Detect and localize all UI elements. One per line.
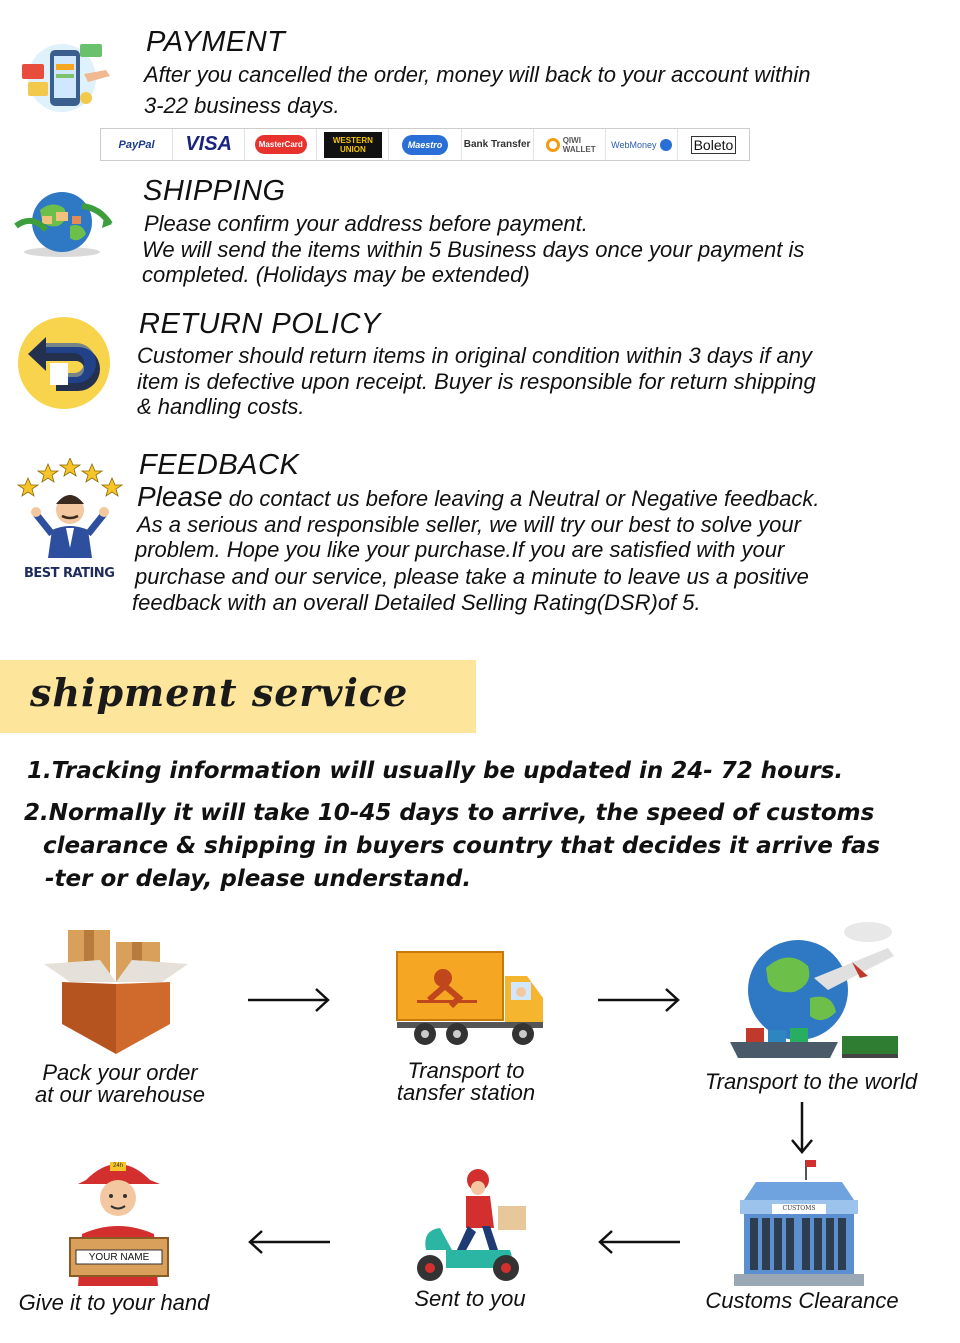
customs-building-icon: CUSTOMS <box>726 1160 872 1288</box>
payment-text-line: 3-22 business days. <box>144 92 340 118</box>
shipment-line: 2.Normally it will take 10-45 days to ar… <box>24 800 875 826</box>
payment-method-label: Bank Transfer <box>463 139 531 150</box>
payment-icon <box>14 36 114 116</box>
payment-method-label: QIWI WALLET <box>562 135 596 154</box>
shipping-text-line: completed. (Holidays may be extended) <box>142 262 530 287</box>
payment-method-label: WESTERN UNION <box>323 131 382 158</box>
shipping-text-line: We will send the items within 5 Business… <box>142 236 805 262</box>
customs-sign: CUSTOMS <box>782 1205 816 1212</box>
courier-icon: 24h YOUR NAME <box>64 1154 174 1288</box>
box-name-label: YOUR NAME <box>88 1252 150 1263</box>
feedback-text: Please do contact us before leaving a Ne… <box>132 481 820 616</box>
return-policy-text: Customer should return items in original… <box>137 343 816 420</box>
feedback-text-line: As a serious and responsible seller, we … <box>137 511 801 537</box>
feedback-first-word: Please <box>137 481 223 512</box>
payment-method-label: Maestro <box>401 134 449 155</box>
return-policy-title: RETURN POLICY <box>139 308 381 340</box>
arrow-left-icon <box>248 1230 330 1254</box>
qiwi-wallet-logo: QIWI WALLET <box>534 129 606 160</box>
step-label-line: at our warehouse <box>35 1082 205 1107</box>
return-policy-text-line: Customer should return items in original… <box>137 343 812 368</box>
step-label-line: tansfer station <box>396 1080 536 1105</box>
visa-logo: VISA <box>173 129 246 160</box>
shipment-line: 1.Tracking information will usually be u… <box>27 758 844 784</box>
paypal-logo: PayPal <box>101 129 174 160</box>
payment-title: PAYMENT <box>146 26 286 58</box>
step-give-label: Give it to your hand <box>18 1290 210 1315</box>
payment-method-label: WebMoney <box>611 139 657 150</box>
step-transport-world-label: Transport to the world <box>704 1069 918 1094</box>
arrow-right-icon <box>248 988 330 1012</box>
shipping-text-line: Please confirm your address before payme… <box>144 211 588 236</box>
package-box-icon <box>40 924 192 1056</box>
payment-method-label: VISA <box>185 133 232 155</box>
best-rating-icon: BEST RATING <box>14 456 124 586</box>
shipment-service-title: shipment service <box>30 670 409 715</box>
western-union-logo: WESTERN UNION <box>317 129 390 160</box>
boleto-logo: Boleto <box>678 129 749 160</box>
shipment-line: -ter or delay, please understand. <box>45 866 472 892</box>
scooter-delivery-icon <box>406 1166 530 1286</box>
best-rating-label: BEST RATING <box>24 566 115 581</box>
payment-methods-strip: PayPal VISA MasterCard WESTERN UNION Mae… <box>100 128 750 161</box>
webmoney-logo: WebMoney <box>606 129 678 160</box>
shipment-service-banner <box>0 660 476 733</box>
return-icon <box>16 315 112 411</box>
arrow-right-icon <box>598 988 680 1012</box>
delivery-truck-icon <box>393 946 549 1050</box>
feedback-text-line: problem. Hope you like your purchase.If … <box>135 537 785 562</box>
feedback-text-line: purchase and our service, please take a … <box>135 563 809 589</box>
feedback-title: FEEDBACK <box>139 449 300 481</box>
step-label-line: Transport to <box>407 1058 525 1083</box>
feedback-first-line: Please do contact us before leaving a Ne… <box>132 481 820 512</box>
feedback-text-line: feedback with an overall Detailed Sellin… <box>132 590 701 615</box>
step-pack-label: Pack your order at our warehouse <box>20 1062 220 1106</box>
bank-transfer-logo: Bank Transfer <box>462 129 534 160</box>
payment-text: After you cancelled the order, money wil… <box>144 62 810 118</box>
world-transport-icon <box>718 918 900 1068</box>
maestro-logo: Maestro <box>389 129 462 160</box>
payment-method-label: MasterCard <box>258 140 303 149</box>
step-sent-label: Sent to you <box>414 1286 526 1311</box>
shipping-title: SHIPPING <box>143 175 286 207</box>
arrow-left-icon <box>598 1230 680 1254</box>
step-label-line: Pack your order <box>42 1060 198 1085</box>
shipment-line: clearance & shipping in buyers country t… <box>43 833 881 859</box>
mastercard-logo: MasterCard <box>245 129 318 160</box>
payment-method-label: PayPal <box>118 138 155 151</box>
step-customs-label: Customs Clearance <box>705 1288 899 1313</box>
globe-shipping-icon <box>12 186 114 260</box>
step-transport-station-label: Transport to tansfer station <box>366 1060 566 1104</box>
return-policy-text-line: item is defective upon receipt. Buyer is… <box>137 368 816 394</box>
shipping-text: Please confirm your address before payme… <box>142 211 804 288</box>
payment-method-label: Boleto <box>690 135 737 154</box>
cap-label: 24h <box>112 1163 123 1169</box>
arrow-down-icon <box>791 1102 813 1154</box>
feedback-first-rest: do contact us before leaving a Neutral o… <box>222 486 820 511</box>
payment-text-line: After you cancelled the order, money wil… <box>144 62 811 87</box>
return-policy-text-line: & handling costs. <box>137 394 305 419</box>
